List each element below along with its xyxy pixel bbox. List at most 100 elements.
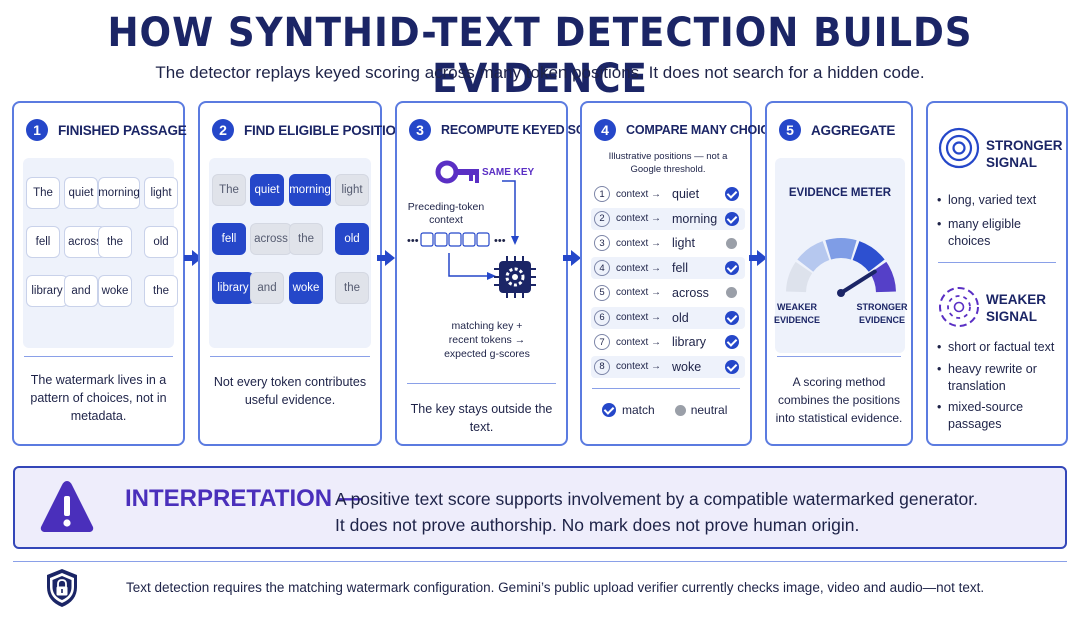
chip-label: matching key + recent tokens → expected … [444, 320, 530, 360]
row-context: context → [616, 361, 662, 373]
step-caption: The watermark lives in a pattern of choi… [30, 373, 167, 423]
divider [210, 356, 370, 357]
key-icon [435, 160, 479, 184]
meter-segment [786, 261, 813, 293]
row-word: across [672, 285, 709, 300]
divider [24, 356, 173, 357]
step-number: 5 [779, 119, 801, 141]
row-word: woke [672, 359, 702, 374]
warning-icon [40, 481, 94, 532]
token: fell [212, 223, 246, 255]
token: morning [289, 174, 331, 206]
row-context: context → [616, 336, 662, 348]
row-number: 8 [594, 358, 610, 375]
step-title: FIND ELIGIBLE POSITIONS [244, 122, 415, 138]
strong-item: many eligible choices [937, 216, 1060, 250]
row-word: light [672, 236, 695, 251]
step-number: 1 [26, 119, 48, 141]
signals-panel: STRONGER SIGNAL long, varied text many e… [926, 101, 1068, 446]
row-number: 4 [594, 260, 610, 277]
step-title: FINISHED PASSAGE [58, 122, 187, 138]
token: and [250, 272, 284, 304]
shield-lock-icon [47, 569, 77, 607]
stronger-label: STRONGER EVIDENCE [856, 302, 908, 325]
check-icon [725, 359, 739, 374]
meter-needle [839, 269, 877, 295]
row-number: 1 [594, 186, 610, 202]
row-word: quiet [672, 187, 700, 201]
gear-chip-icon [494, 256, 536, 298]
token: light [335, 174, 369, 206]
step-5-panel: 5 AGGREGATE EVIDENCE METER WEAKER EVIDEN… [765, 101, 913, 446]
arrow-right-icon [184, 250, 202, 266]
token: woke [98, 275, 132, 307]
row-context: context → [616, 188, 662, 200]
step-title: RECOMPUTE KEYED SCORES [441, 123, 620, 137]
choice-row: 8 context → woke [591, 355, 745, 378]
step-title: COMPARE MANY CHOICES [626, 123, 786, 137]
token: old [144, 226, 178, 258]
arrow-right-icon [749, 250, 767, 266]
legend-match: match [622, 403, 655, 417]
divider [407, 383, 556, 384]
page-title: HOW SYNTHID-TEXT DETECTION BUILDS EVIDEN… [107, 10, 973, 102]
meter-segment [852, 241, 885, 273]
meter-segment [869, 261, 896, 293]
check-icon [725, 187, 739, 201]
divider [938, 262, 1056, 263]
keyed-score-diagram: ••• ••• [407, 160, 536, 298]
step-caption: The key stays outside the text. [410, 402, 553, 434]
arrow-right-icon [377, 250, 395, 266]
token: fell [26, 226, 60, 258]
illustrative-note: Illustrative positions — not a Google th… [608, 151, 728, 175]
check-icon [602, 403, 616, 417]
meter-hub [837, 289, 845, 297]
interpretation-line-2: It does not prove authorship. No mark do… [335, 515, 860, 535]
token: The [212, 174, 246, 206]
token: quiet [250, 174, 284, 206]
step-3-panel: 3 RECOMPUTE KEYED SCORES ••• ••• [395, 101, 619, 446]
row-context: context → [616, 312, 662, 323]
check-icon [725, 261, 739, 276]
meter-segment [797, 241, 830, 273]
svg-text:•••: ••• [494, 235, 506, 247]
meter-title: EVIDENCE METER [788, 187, 892, 199]
choice-row: 1 context → quiet [591, 183, 745, 205]
check-icon [725, 310, 739, 325]
interpretation-label: INTERPRETATION — [125, 485, 363, 512]
step-title: AGGREGATE [811, 122, 896, 138]
svg-text:•••: ••• [407, 235, 419, 247]
row-word: library [672, 335, 707, 350]
weak-item: heavy rewrite or translation [937, 361, 1058, 395]
token: the [98, 226, 132, 258]
arrow-right-icon [563, 250, 581, 266]
divider [592, 388, 740, 389]
neutral-dot-icon [674, 404, 686, 416]
token: the [335, 272, 369, 304]
weak-item: mixed-source passages [937, 399, 1058, 433]
token: the [289, 223, 323, 255]
meter-segment [825, 238, 857, 260]
token: the [144, 275, 178, 307]
step-number: 3 [409, 119, 431, 141]
token: woke [289, 272, 323, 304]
weak-signal-title: WEAKER SIGNAL [986, 292, 1046, 324]
interpretation-line-1: A positive text score supports involveme… [335, 489, 978, 509]
strong-signal-icon [938, 127, 980, 169]
footer-note: Text detection requires the matching wat… [126, 580, 985, 595]
row-number: 7 [594, 334, 610, 351]
check-icon [725, 211, 739, 226]
token: morning [98, 177, 140, 209]
weaker-label: WEAKER EVIDENCE [773, 302, 820, 325]
context-label: Preceding-token context [407, 201, 485, 226]
step-number: 2 [212, 119, 234, 141]
neutral-dot-icon [726, 287, 737, 299]
token: old [335, 223, 369, 255]
weak-signal-icon [939, 287, 979, 327]
